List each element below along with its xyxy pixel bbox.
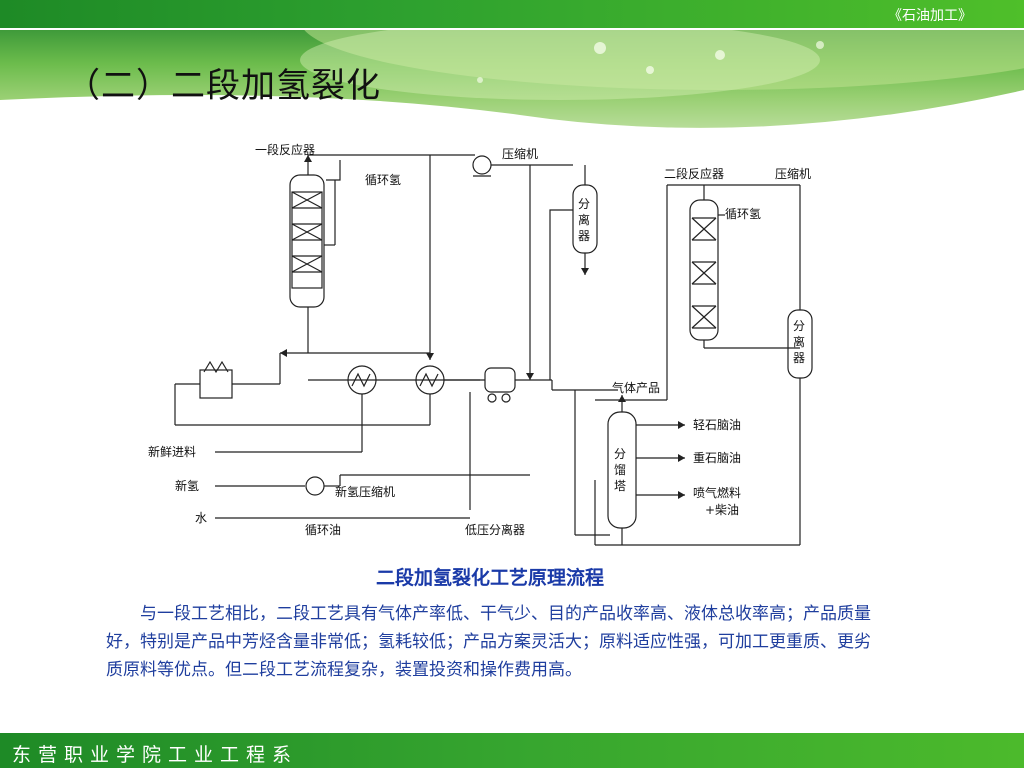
label-fractionator-a: 分 (614, 447, 626, 461)
label-separator-1-b: 离 (578, 212, 590, 227)
h2-compressor (305, 476, 325, 496)
label-recycle-h2-1: 循环氢 (365, 172, 401, 187)
label-gas-product: 气体产品 (612, 380, 660, 395)
body-paragraph: 与一段工艺相比，二段工艺具有气体产率低、干气少、目的产品收率高、液体总收率高；产… (106, 604, 871, 680)
label-separator-1-c: 器 (578, 229, 590, 243)
label-diesel: +柴油 (705, 503, 739, 517)
process-flow-diagram: 一段反应器 循环氢 压缩机 分 离 器 二段反应器 压缩机 循环氢 分 离 器 … (148, 142, 813, 546)
lp-separator (484, 367, 516, 393)
label-lp-separator: 低压分离器 (465, 522, 525, 537)
label-fractionator-c: 塔 (614, 479, 626, 493)
book-title: 《石油加工》 (888, 8, 972, 24)
label-recycle-h2-2: 循环氢 (725, 206, 761, 221)
label-jet-fuel: 喷气燃料 (693, 485, 741, 500)
label-compressor-2: 压缩机 (775, 166, 811, 181)
label-separator-2-c: 器 (793, 351, 805, 365)
furnace (199, 369, 233, 399)
label-h2-compressor: 新氢压缩机 (335, 484, 395, 499)
diagram-caption: 二段加氢裂化工艺原理流程 (375, 567, 604, 589)
label-separator-1-a: 分 (578, 197, 590, 211)
footer-school: 东营职业学院工业工程系 (12, 744, 299, 766)
label-separator-2-b: 离 (793, 334, 805, 349)
label-recycle-oil: 循环油 (305, 523, 341, 537)
compressor-1 (472, 155, 492, 175)
banner (0, 30, 1024, 142)
label-reactor-1: 一段反应器 (255, 142, 315, 157)
label-heavy-naphtha: 重石脑油 (693, 451, 741, 465)
label-fractionator-b: 馏 (614, 463, 626, 477)
leaf-banner-graphic (0, 30, 1024, 142)
reactor-2 (689, 199, 719, 341)
label-compressor-1: 压缩机 (502, 146, 538, 161)
bottom-bar: 东营职业学院工业工程系 (0, 733, 1024, 768)
label-separator-2-a: 分 (793, 319, 805, 333)
label-light-naphtha: 轻石脑油 (693, 418, 741, 432)
label-fresh-h2: 新氢 (175, 478, 199, 493)
reactor-1 (289, 174, 325, 308)
label-water: 水 (195, 511, 207, 525)
slide-title: （二）二段加氢裂化 (66, 66, 381, 106)
label-fresh-feed: 新鲜进料 (148, 444, 196, 459)
label-reactor-2: 二段反应器 (664, 166, 724, 181)
top-bar: 《石油加工》 (0, 0, 1024, 30)
